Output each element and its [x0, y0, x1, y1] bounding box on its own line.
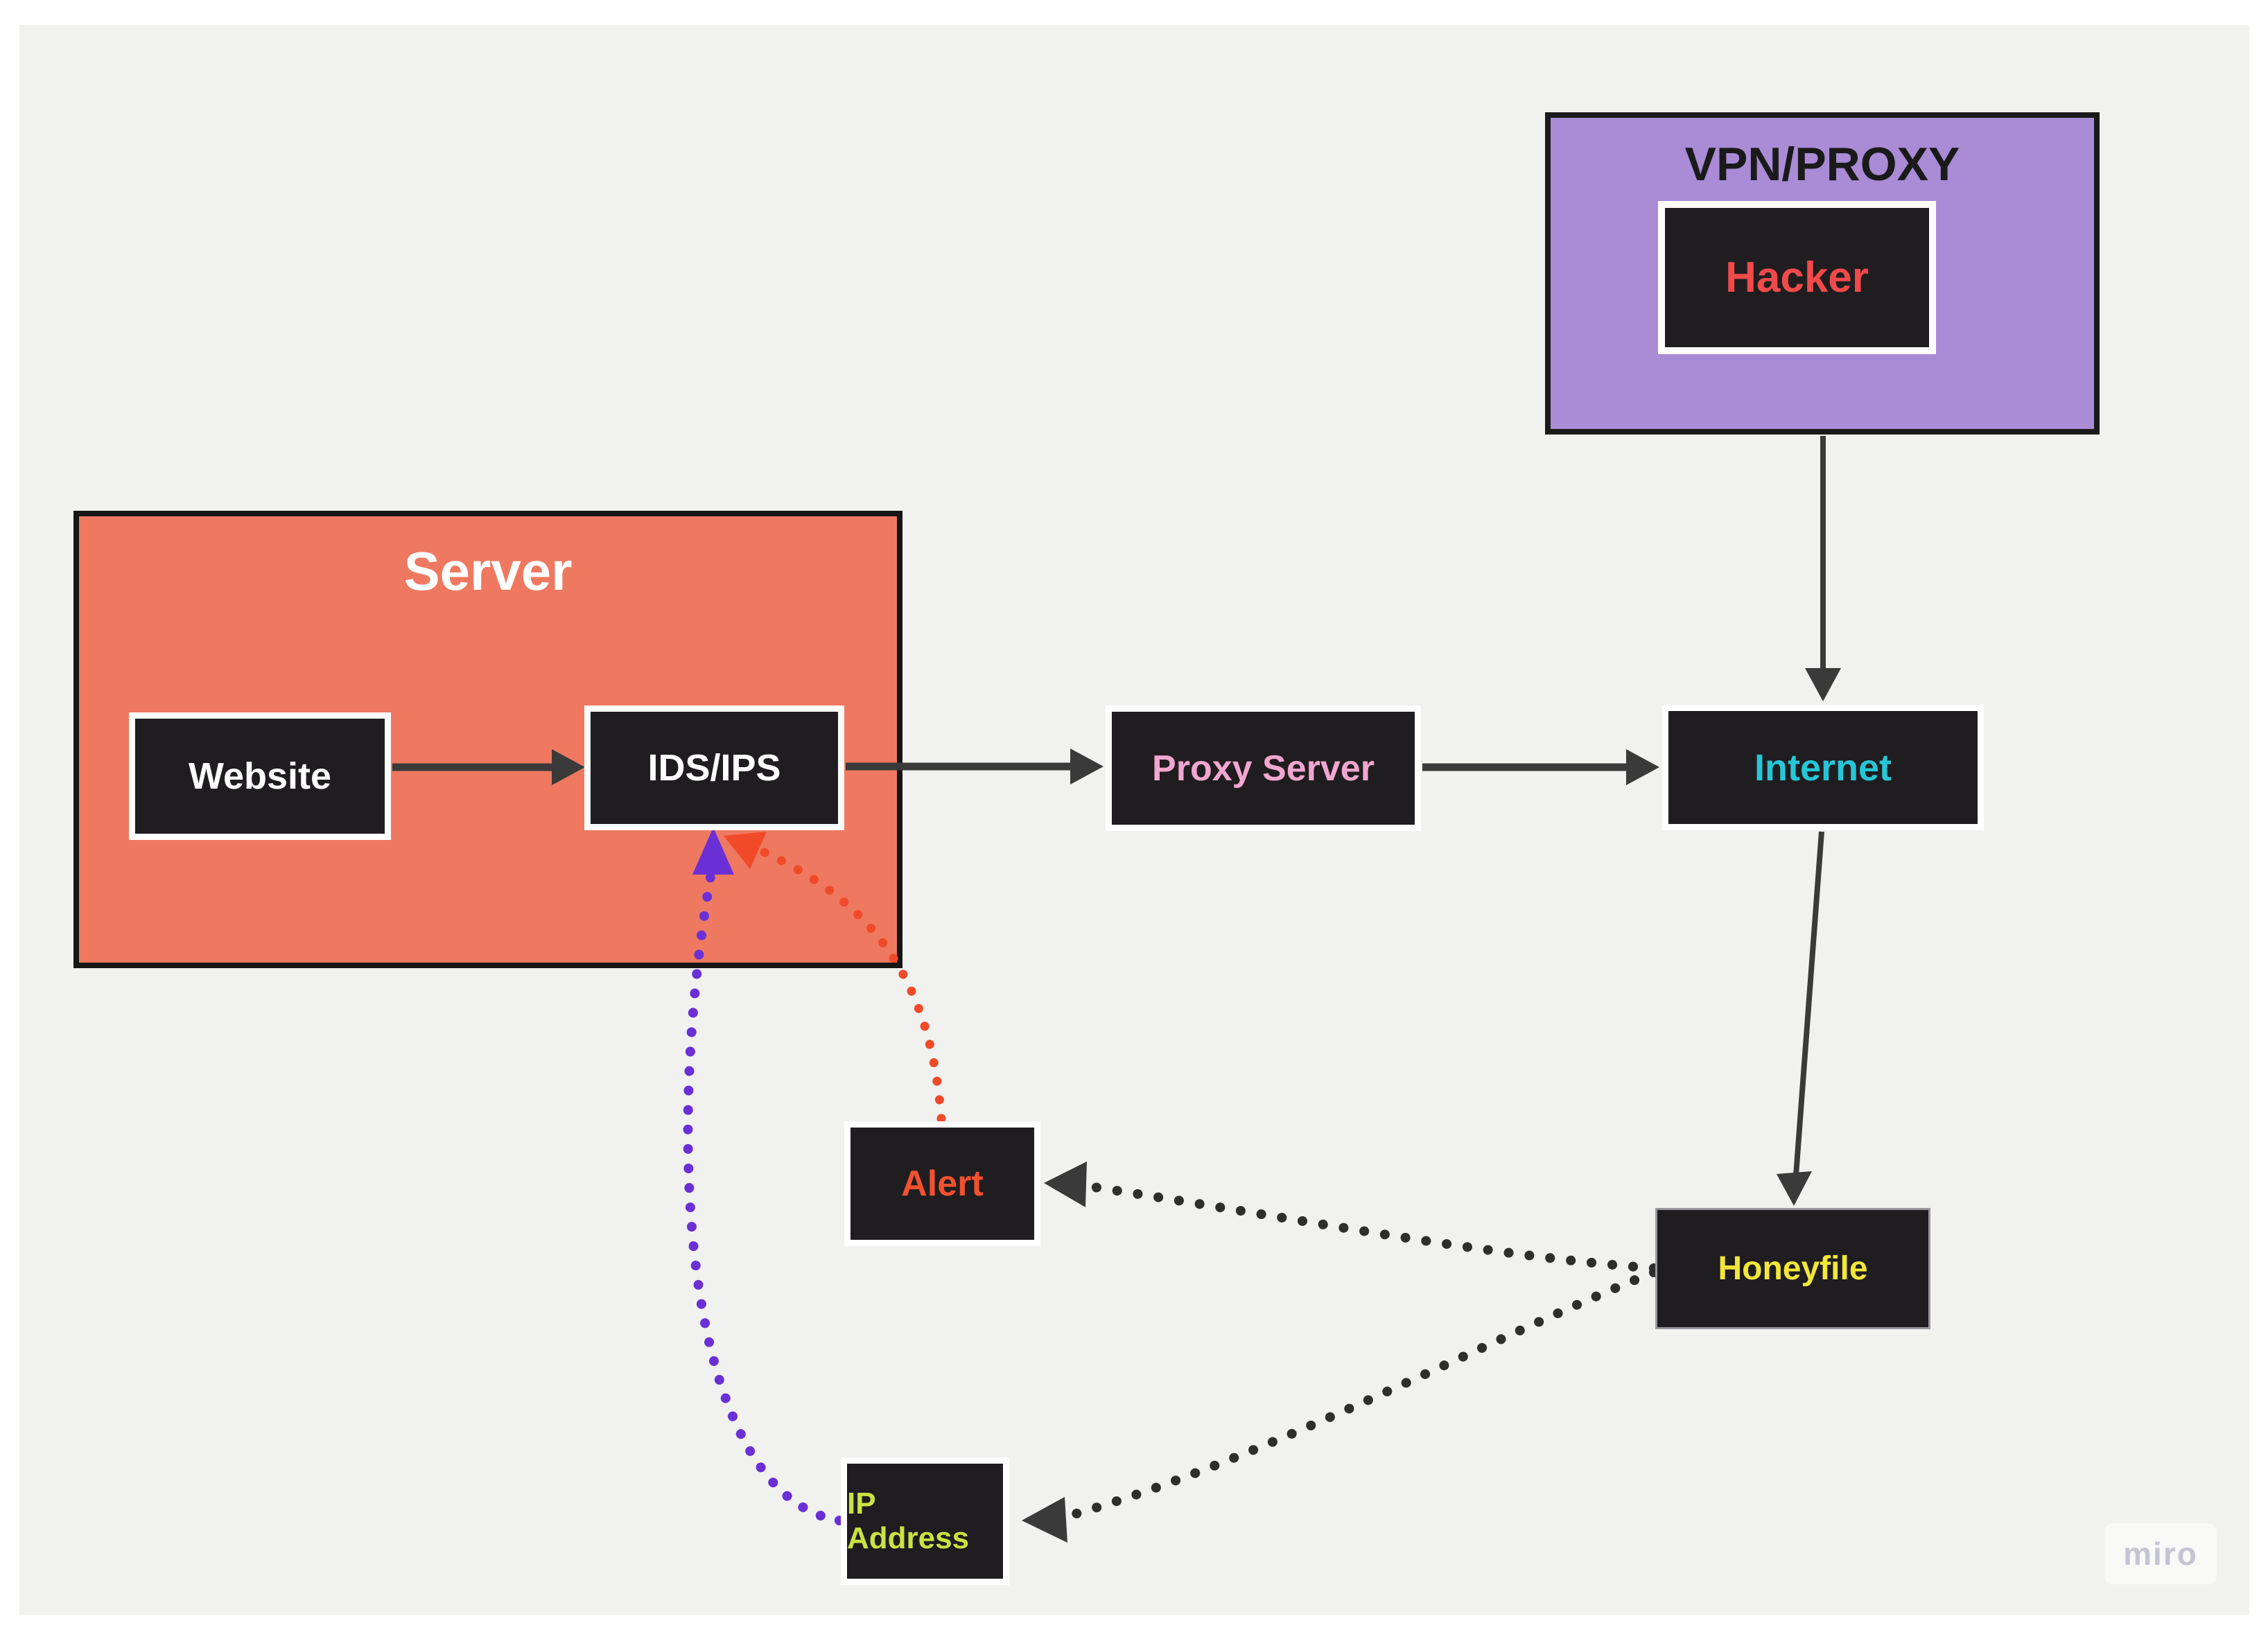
arrowhead-down-icon [1777, 1171, 1812, 1206]
arrowhead-right-icon [1070, 748, 1104, 785]
connector-internet-to-honeyfile[interactable] [1777, 831, 1824, 1206]
connector-idsips-to-proxy[interactable] [846, 748, 1104, 785]
arrowhead-right-icon [1626, 749, 1659, 785]
connector-honeyfile-to-ip[interactable] [1022, 1268, 1659, 1543]
connector-alert-to-idsips[interactable] [724, 832, 946, 1123]
ip-address-label: IP Address [847, 1487, 970, 1555]
vpn-proxy-group-title: VPN/PROXY [1684, 138, 1960, 191]
honeyfile-label: Honeyfile [1718, 1250, 1868, 1287]
website-label: Website [188, 755, 332, 797]
connector-website-to-idsips[interactable] [392, 749, 585, 785]
arrowhead-down-icon [1805, 668, 1841, 701]
honeyfile-node[interactable]: Honeyfile [1655, 1208, 1930, 1329]
miro-watermark: miro [2104, 1523, 2217, 1584]
arrowhead-left-icon [1044, 1162, 1087, 1207]
arrowhead-left-icon [1022, 1497, 1067, 1543]
hacker-node[interactable]: Hacker [1658, 201, 1936, 354]
hacker-label: Hacker [1725, 254, 1869, 301]
ip-address-node[interactable]: IP Address [841, 1457, 1009, 1585]
proxy-server-label: Proxy Server [1152, 748, 1375, 789]
internet-label: Internet [1754, 746, 1892, 789]
connector-honeyfile-to-alert[interactable] [1044, 1162, 1659, 1273]
arrowhead-right-icon [552, 749, 585, 785]
alert-label: Alert [901, 1164, 984, 1204]
website-node[interactable]: Website [129, 712, 391, 840]
ids-ips-node[interactable]: IDS/IPS [584, 705, 844, 830]
miro-watermark-label: miro [2123, 1536, 2198, 1572]
ids-ips-label: IDS/IPS [647, 747, 781, 789]
alert-node[interactable]: Alert [844, 1121, 1040, 1246]
proxy-server-node[interactable]: Proxy Server [1106, 705, 1421, 831]
connector-ip-to-idsips[interactable] [683, 827, 844, 1525]
arrowhead-up-icon [724, 832, 767, 869]
connector-proxy-to-internet[interactable] [1422, 749, 1659, 785]
arrowhead-up-icon [692, 827, 734, 875]
internet-node[interactable]: Internet [1662, 705, 1984, 830]
server-group-title: Server [403, 541, 573, 602]
connector-vpn-to-internet[interactable] [1805, 436, 1841, 701]
